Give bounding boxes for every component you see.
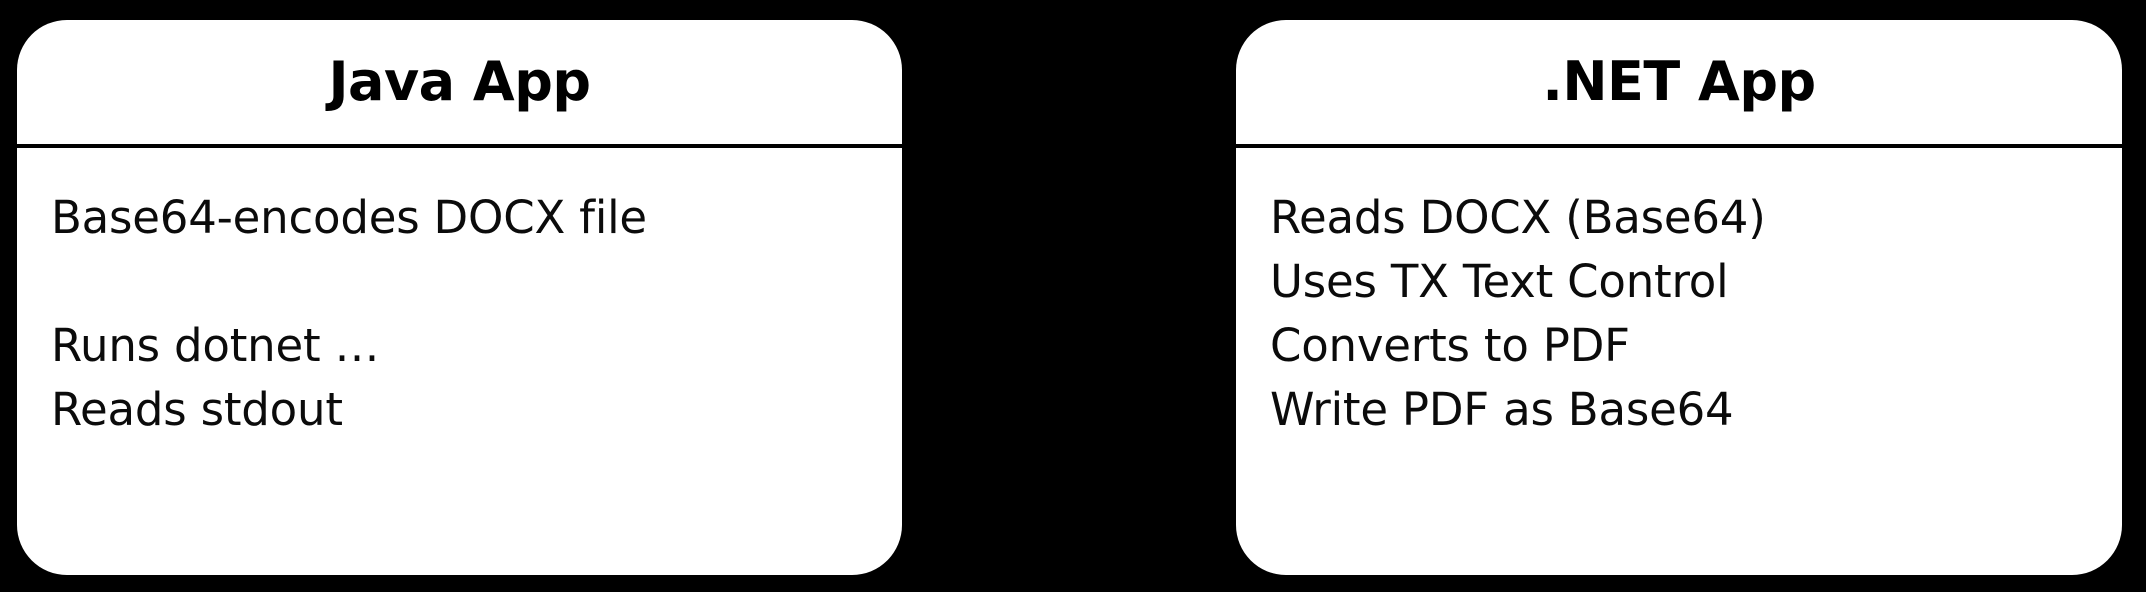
card-dotnet-app-line-1: Reads DOCX (Base64) <box>1270 191 1766 244</box>
card-dotnet-app-header: .NET App <box>1236 20 2122 148</box>
card-dotnet-app-line-3: Converts to PDF <box>1270 319 1630 372</box>
card-java-app-line-2-spacer <box>51 250 868 314</box>
card-dotnet-app-line-4: Write PDF as Base64 <box>1270 383 1734 436</box>
card-java-app: Java App Base64-encodes DOCX file Runs d… <box>17 20 902 575</box>
card-java-app-header: Java App <box>17 20 902 148</box>
card-dotnet-app: .NET App Reads DOCX (Base64) Uses TX Tex… <box>1236 20 2122 575</box>
card-java-app-title: Java App <box>328 50 591 113</box>
card-java-app-line-1: Base64-encodes DOCX file <box>51 191 647 244</box>
card-java-app-line-3: Runs dotnet … <box>51 319 380 372</box>
card-java-app-body: Base64-encodes DOCX file Runs dotnet … R… <box>17 148 902 575</box>
card-java-app-line-4: Reads stdout <box>51 383 343 436</box>
card-dotnet-app-line-2: Uses TX Text Control <box>1270 255 1729 308</box>
card-dotnet-app-title: .NET App <box>1542 50 1816 113</box>
card-dotnet-app-body: Reads DOCX (Base64) Uses TX Text Control… <box>1236 148 2122 575</box>
